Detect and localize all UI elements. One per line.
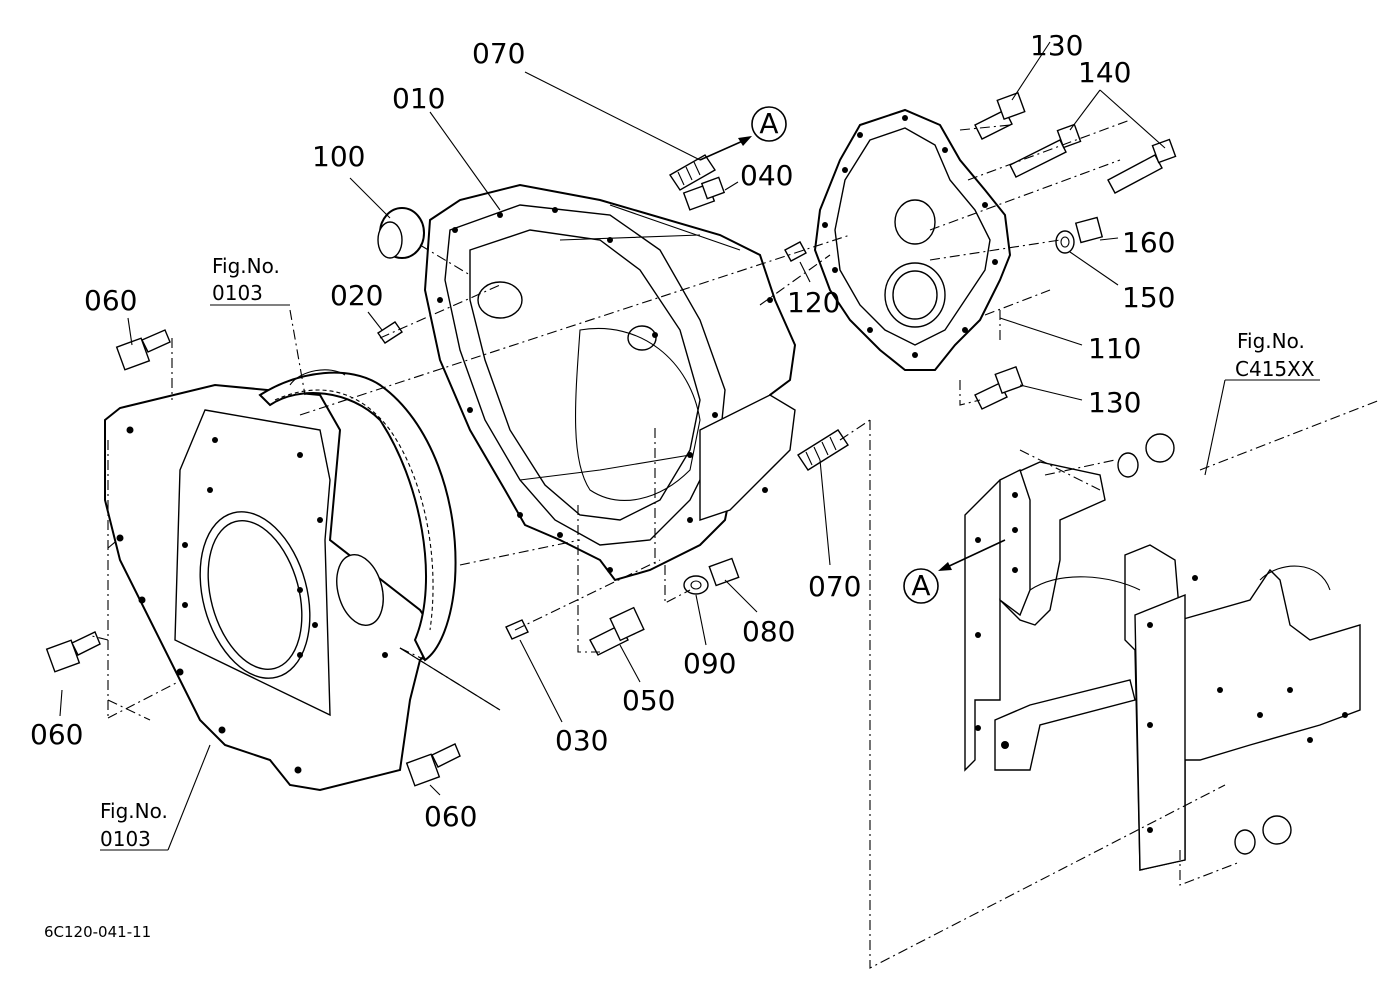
callouts: 010 020 030 040 050 060 060 060 070 070 …	[30, 29, 1175, 833]
fig-ref-top-left-line1: Fig.No.	[212, 254, 280, 278]
callout-020: 020	[330, 279, 383, 312]
fig-ref-right-line2: C415XX	[1235, 357, 1315, 381]
marker-a-bottom-label: A	[911, 569, 930, 602]
bolt-060-top	[115, 329, 171, 371]
fig-ref-top-left-line2: 0103	[212, 281, 263, 305]
ring-gear	[258, 369, 457, 662]
assembly-lines	[87, 119, 1380, 969]
marker-a-top: A	[751, 106, 787, 142]
callout-060-bottom: 060	[424, 800, 477, 833]
dowel-120	[784, 241, 807, 262]
pin-020	[377, 321, 403, 344]
callout-120: 120	[787, 286, 840, 319]
stud-070-bottom	[797, 429, 849, 471]
plug-040	[682, 176, 726, 211]
callout-130-top: 130	[1030, 29, 1083, 62]
marker-a-top-label: A	[759, 107, 778, 140]
fig-ref-right-line1: Fig.No.	[1237, 329, 1305, 353]
callout-060-left: 060	[30, 718, 83, 751]
callout-150: 150	[1122, 281, 1175, 314]
fig-ref-top-left: Fig.No. 0103	[212, 254, 280, 305]
fig-ref-bottom-left-line1: Fig.No.	[100, 799, 168, 823]
callout-050: 050	[622, 684, 675, 717]
bolt-140-b	[1107, 138, 1177, 194]
callout-060-top: 060	[84, 284, 137, 317]
callout-080: 080	[742, 615, 795, 648]
clutch-housing	[423, 183, 797, 582]
fig-ref-bottom-left: Fig.No. 0103	[100, 799, 168, 851]
callout-110: 110	[1088, 332, 1141, 365]
flywheel-housing-plate	[104, 383, 442, 792]
diagram-code: 6C120-041-11	[44, 923, 151, 941]
bolt-060-left	[45, 631, 101, 673]
fig-ref-bottom-left-line2: 0103	[100, 827, 151, 851]
callout-140: 140	[1078, 56, 1131, 89]
callout-030: 030	[555, 724, 608, 757]
bolt-060-bottom	[405, 743, 461, 787]
leader-lines	[59, 41, 1320, 851]
fig-ref-right: Fig.No. C415XX	[1235, 329, 1315, 381]
callout-040: 040	[740, 159, 793, 192]
bolt-130-top	[974, 91, 1026, 140]
marker-a-bottom: A	[903, 568, 939, 604]
washer-150	[1055, 230, 1075, 254]
arrow-a-top	[699, 136, 752, 161]
callout-010: 010	[392, 82, 445, 115]
callout-090: 090	[683, 647, 736, 680]
plug-100	[377, 207, 425, 259]
washer-090	[683, 575, 709, 595]
frame-assembly	[964, 433, 1361, 871]
plug-160	[1074, 216, 1104, 244]
callout-070-bottom: 070	[808, 570, 861, 603]
callout-160: 160	[1122, 226, 1175, 259]
bolt-130-bottom	[974, 365, 1024, 410]
plug-080	[708, 557, 740, 587]
callout-070-top: 070	[472, 37, 525, 70]
bolt-050	[589, 606, 645, 656]
arrow-a-bottom	[938, 539, 1006, 571]
stud-070-top	[669, 154, 716, 191]
callout-130-bottom: 130	[1088, 386, 1141, 419]
callout-100: 100	[312, 140, 365, 173]
bolt-140-a	[1009, 123, 1082, 178]
front-cover	[813, 108, 1012, 371]
